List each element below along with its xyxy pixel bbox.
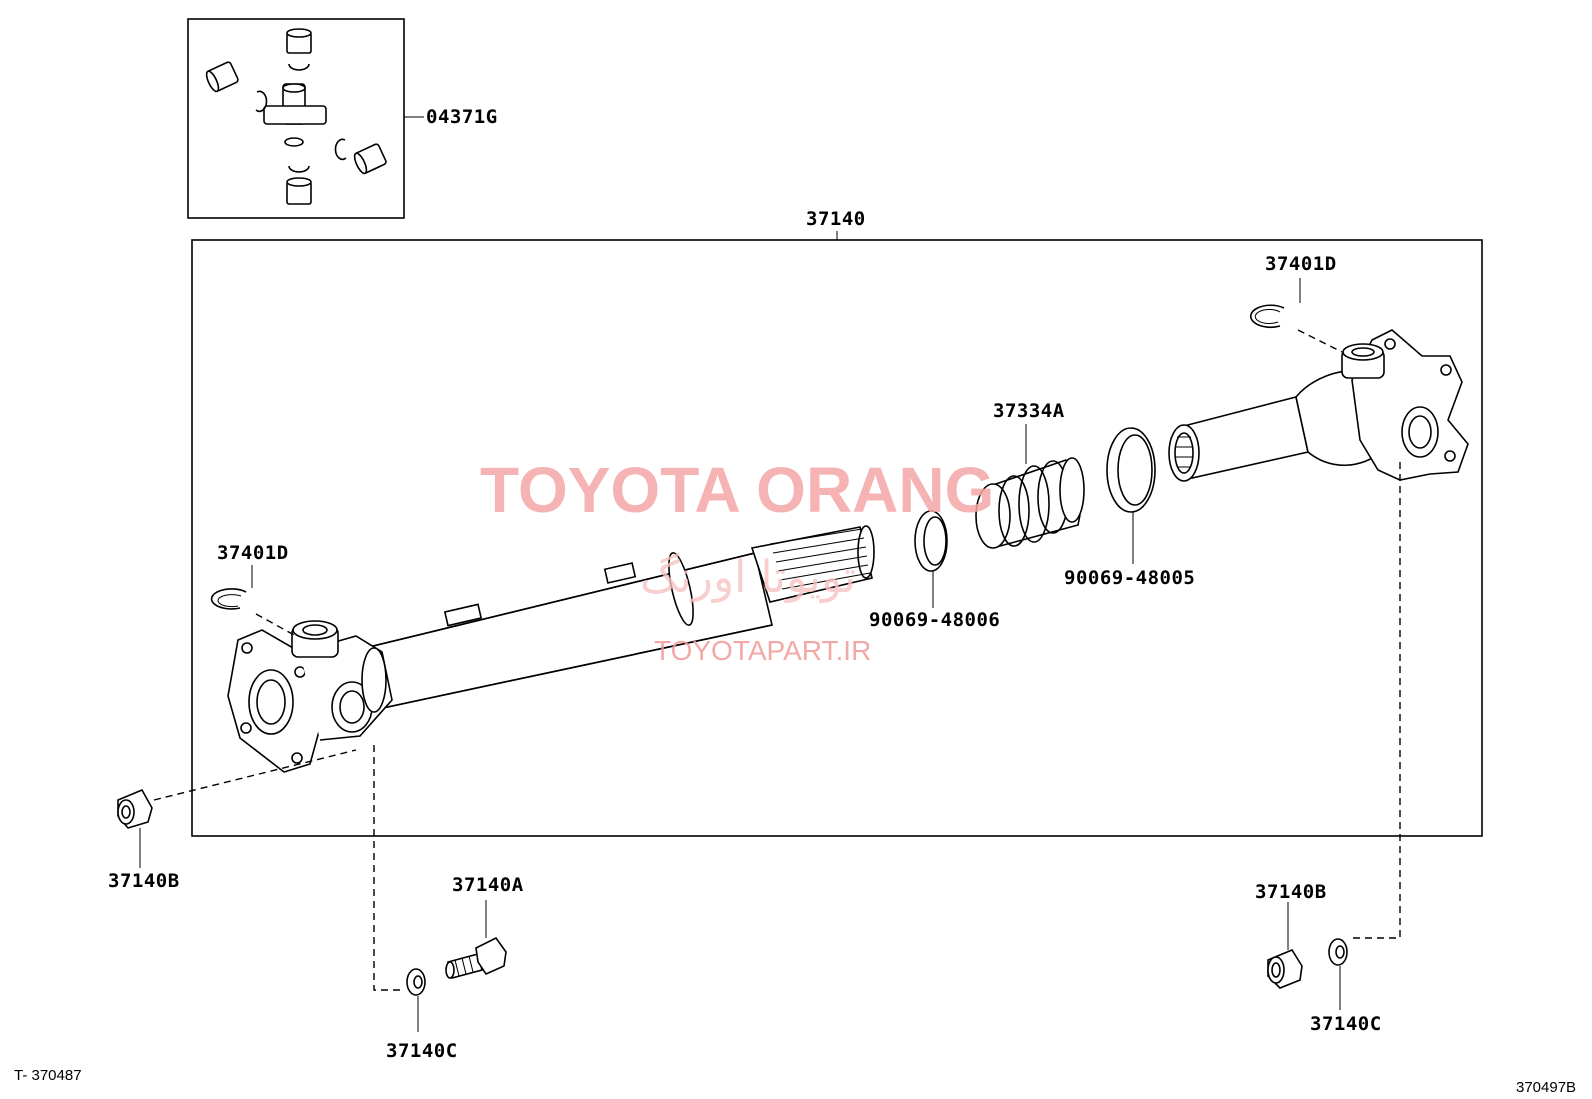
large-boot-clamp: 90069-48005 (1064, 427, 1195, 589)
spline-lines (769, 528, 871, 590)
bolt: 37140A (445, 874, 524, 979)
left-flange-yoke (227, 620, 393, 773)
spider-cross-icon (263, 83, 327, 147)
nut-right: 37140B (1255, 881, 1327, 989)
label-nut-right: 37140B (1255, 881, 1327, 903)
snap-ring-left: 37401D (210, 542, 297, 637)
label-shaft-assembly: 37140 (806, 208, 866, 230)
watermark-persian: تویوتا اورنگ (640, 552, 856, 603)
label-snap-ring-left: 37401D (217, 542, 289, 564)
label-bolt: 37140A (452, 874, 524, 896)
nut-left: 37140B (108, 749, 357, 892)
watermark-url: TOYOTAPART.IR (654, 635, 871, 666)
footer-right-code: 370497B (1516, 1079, 1576, 1096)
label-nut-left: 37140B (108, 870, 180, 892)
small-boot-clamp: 90069-48006 (869, 510, 1000, 631)
snap-ring-icon (255, 63, 347, 173)
watermark: TOYOTA ORANG تویوتا اورنگ TOYOTAPART.IR (480, 454, 994, 666)
label-clamp-small: 90069-48006 (869, 609, 1000, 631)
washer-right: 37140C (1310, 938, 1382, 1035)
bearing-cap-icon (205, 28, 387, 205)
shaft-assembly-box: 37140 (191, 208, 1483, 837)
snap-ring-right: 37401D (1249, 253, 1343, 353)
watermark-brand: TOYOTA ORANG (480, 454, 994, 526)
dashed-leader-right (1352, 462, 1401, 939)
label-washer-right: 37140C (1310, 1013, 1382, 1035)
label-boot: 37334A (993, 400, 1065, 422)
label-snap-ring-right: 37401D (1265, 253, 1337, 275)
label-universal-joint-kit: 04371G (426, 106, 498, 128)
dust-boot: 37334A (975, 400, 1085, 549)
dashed-leader-left (373, 745, 404, 991)
washer-left: 37140C (386, 968, 458, 1062)
footer-left-code: T- 370487 (14, 1067, 82, 1084)
label-clamp-large: 90069-48005 (1064, 567, 1195, 589)
label-washer-left: 37140C (386, 1040, 458, 1062)
internal-spline-lines (1176, 436, 1192, 468)
right-flange-yoke (1168, 329, 1469, 482)
universal-joint-kit-inset: 04371G (187, 18, 498, 219)
